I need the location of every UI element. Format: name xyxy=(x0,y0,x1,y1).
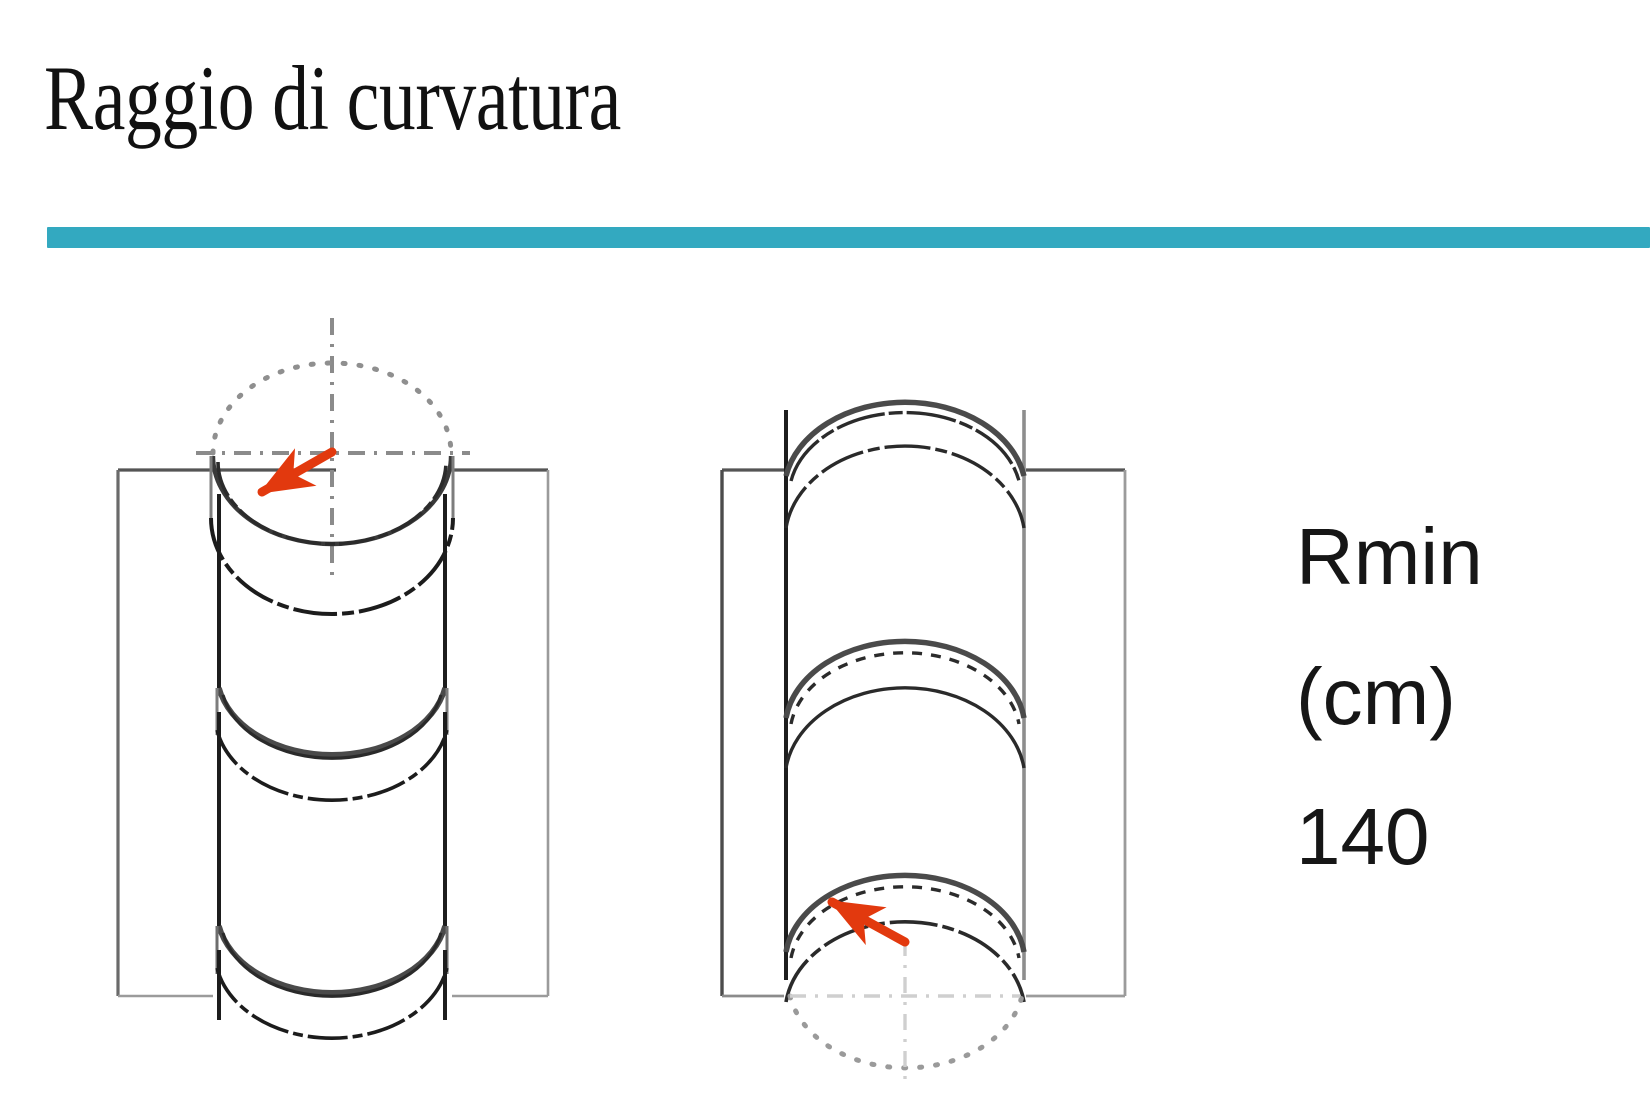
right-top-arc-outer-inner xyxy=(789,410,1021,482)
right-bottom-arc-outer xyxy=(783,872,1027,953)
left-mid-collar-outer xyxy=(216,687,448,758)
figure-svg xyxy=(116,318,1127,1080)
right-bottom-arc-outer-inner xyxy=(789,885,1021,959)
left-bottom-collar-inner xyxy=(221,932,443,998)
title-underline-rule xyxy=(47,227,1650,248)
left-view-group xyxy=(116,318,550,1040)
left-top-ellipse-hidden xyxy=(210,360,454,456)
right-mid-arc-outer xyxy=(783,638,1027,719)
left-top-collar-bottom xyxy=(209,517,455,616)
left-radius-arrow xyxy=(257,447,337,497)
page-title: Raggio di curvatura xyxy=(44,47,621,149)
right-bottom-ellipse-hidden xyxy=(787,993,1025,1071)
left-top-rim-inner xyxy=(216,461,448,546)
legend-value: 140 xyxy=(1296,792,1430,881)
right-outer-rect xyxy=(720,468,1127,998)
technical-drawing-figure xyxy=(0,280,1270,1098)
right-bottom-arc-inner xyxy=(784,920,1026,1003)
legend-block: Rmin (cm) 140 xyxy=(1296,487,1636,907)
left-bottom-collar-bottom xyxy=(215,967,449,1040)
left-mid-collar-bottom xyxy=(215,729,449,802)
right-mid-arc-inner xyxy=(784,686,1026,769)
legend-symbol: Rmin xyxy=(1296,512,1483,601)
left-mid-collar-inner xyxy=(221,694,443,760)
right-radius-arrow xyxy=(827,897,910,947)
left-bottom-collar-outer xyxy=(216,925,448,996)
right-view-group xyxy=(720,399,1127,1080)
right-mid-arc-outer-inner xyxy=(789,651,1021,725)
right-top-arc-inner xyxy=(784,444,1026,529)
legend-unit: (cm) xyxy=(1296,652,1456,741)
right-top-arc-outer xyxy=(783,399,1027,477)
